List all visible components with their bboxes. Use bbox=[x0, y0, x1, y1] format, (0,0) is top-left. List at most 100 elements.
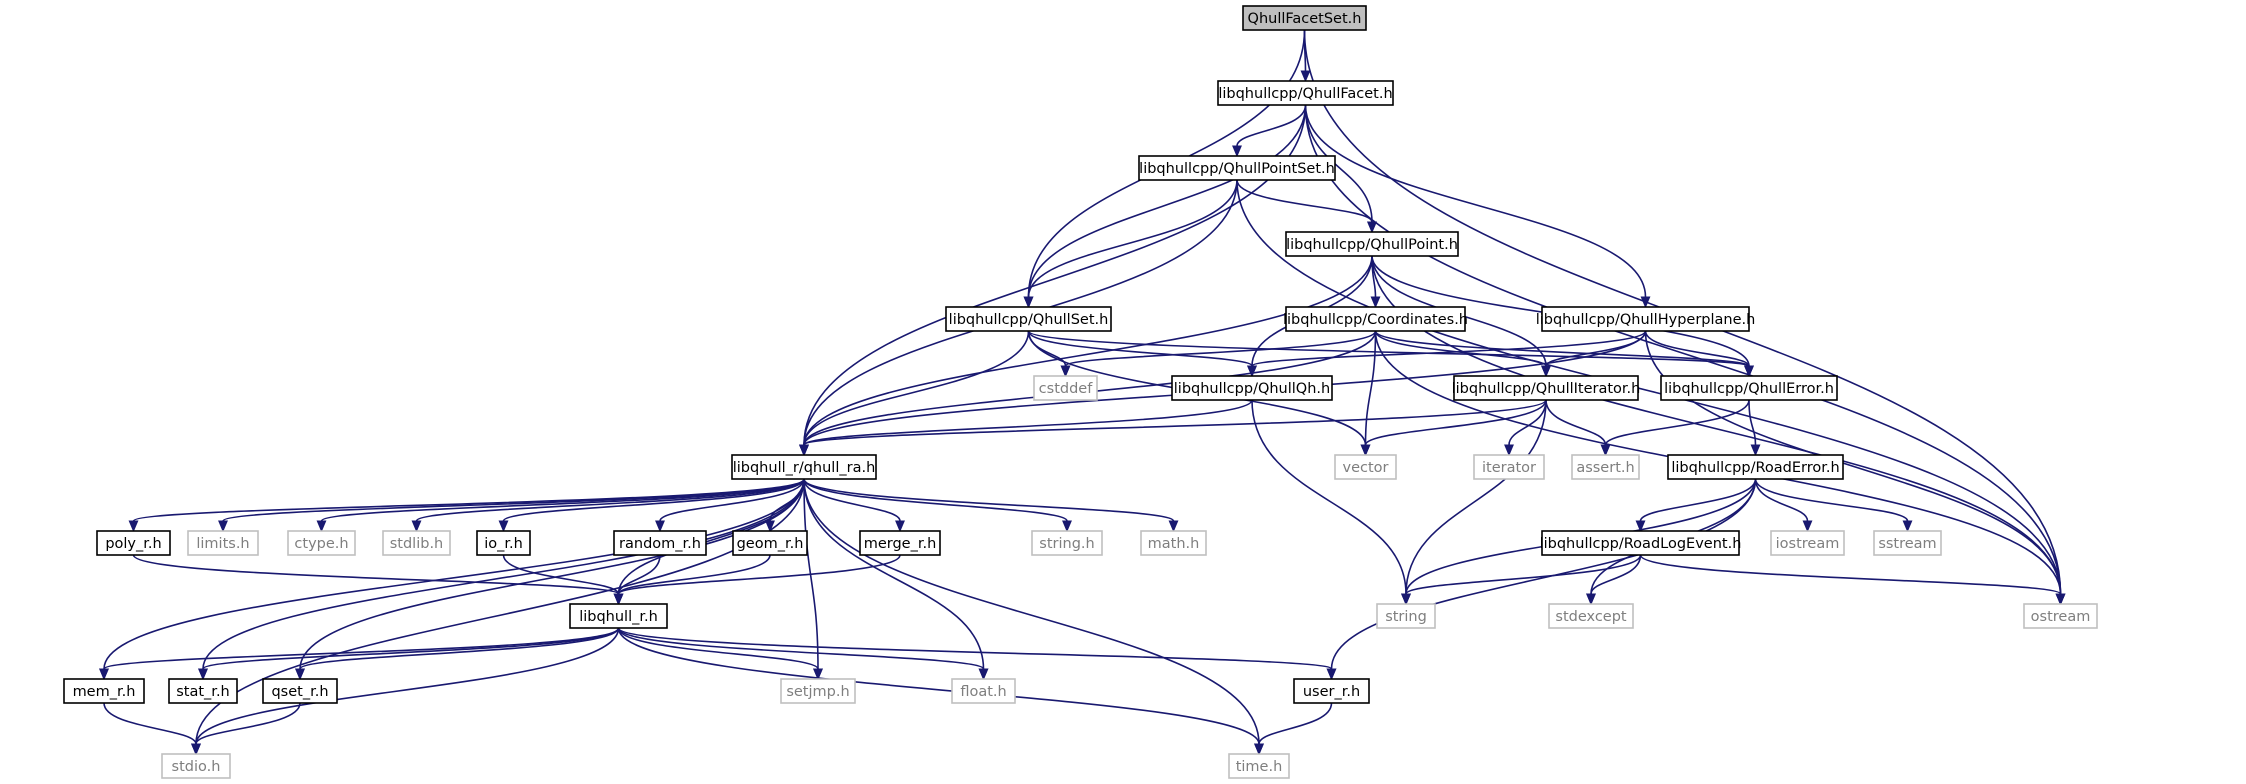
node-box bbox=[1660, 375, 1838, 401]
node-label: libqhullcpp/QhullHyperplane.h bbox=[1536, 312, 1756, 328]
edge-arrowhead bbox=[1504, 444, 1514, 457]
edge-RoadLogEvent-to-string bbox=[1401, 554, 1642, 606]
node-user_r[interactable]: user_r.h bbox=[1293, 678, 1370, 704]
node-string: string bbox=[1376, 603, 1436, 629]
node-setjmp: setjmp.h bbox=[780, 678, 856, 704]
node-RoadLogEvent[interactable]: libqhullcpp/RoadLogEvent.h bbox=[1540, 530, 1742, 556]
node-label: libqhullcpp/QhullQh.h bbox=[1174, 381, 1330, 397]
node-box bbox=[731, 454, 877, 480]
node-box bbox=[1228, 753, 1290, 779]
node-label: iterator bbox=[1482, 460, 1536, 476]
node-box bbox=[1217, 80, 1394, 106]
edge-QhullFacetSet-to-QhullFacet bbox=[1300, 29, 1311, 83]
node-iostream: iostream bbox=[1770, 530, 1845, 556]
edge-qhull_ra-to-stdio bbox=[191, 478, 805, 756]
node-label: libqhullcpp/Coordinates.h bbox=[1283, 312, 1468, 328]
node-box bbox=[1473, 454, 1545, 480]
node-label: vector bbox=[1343, 460, 1389, 476]
edge-Coordinates-to-cstddef bbox=[1060, 330, 1377, 378]
edge-arrowhead bbox=[1060, 365, 1071, 378]
node-poly_r[interactable]: poly_r.h bbox=[96, 530, 171, 556]
node-QhullFacet[interactable]: libqhullcpp/QhullFacet.h bbox=[1217, 80, 1394, 106]
node-QhullIterator[interactable]: libqhullcpp/QhullIterator.h bbox=[1452, 375, 1641, 401]
node-box bbox=[1453, 375, 1639, 401]
node-Coordinates[interactable]: libqhullcpp/Coordinates.h bbox=[1283, 306, 1468, 332]
edge-mem_r-to-stdio bbox=[103, 702, 201, 756]
edge-qhull_ra-to-io_r bbox=[498, 478, 805, 533]
edge-line bbox=[195, 478, 805, 745]
node-vector: vector bbox=[1334, 454, 1397, 480]
node-label: geom_r.h bbox=[737, 536, 804, 552]
node-qset_r[interactable]: qset_r.h bbox=[262, 678, 338, 704]
edge-line bbox=[103, 702, 197, 745]
node-box bbox=[945, 306, 1112, 332]
node-label: ostream bbox=[2031, 609, 2091, 625]
node-label: libqhull_r.h bbox=[579, 609, 658, 625]
edge-QhullError-to-RoadError bbox=[1748, 399, 1761, 457]
edge-line bbox=[1251, 330, 1647, 367]
node-libqhull_r[interactable]: libqhull_r.h bbox=[569, 603, 668, 629]
node-QhullSet[interactable]: libqhullcpp/QhullSet.h bbox=[945, 306, 1112, 332]
edge-arrowhead bbox=[1023, 296, 1034, 309]
edge-arrowhead bbox=[613, 593, 624, 606]
node-string_h: string.h bbox=[1031, 530, 1103, 556]
edge-arrowhead bbox=[1232, 145, 1242, 158]
edge-arrowhead bbox=[655, 520, 665, 533]
node-stdexcept: stdexcept bbox=[1548, 603, 1634, 629]
edge-line bbox=[299, 478, 805, 670]
edge-QhullHyperplane-to-QhullError bbox=[1644, 330, 1754, 378]
node-QhullPoint[interactable]: libqhullcpp/QhullPoint.h bbox=[1285, 231, 1459, 257]
header-nodes: QhullFacetSet.h libqhullcpp/QhullFacet.h l… bbox=[63, 5, 2098, 779]
edge-libqhull_r-to-stat_r bbox=[198, 627, 620, 681]
node-box bbox=[287, 530, 356, 556]
node-qhull_ra[interactable]: libqhull_r/qhull_ra.h bbox=[731, 454, 877, 480]
node-box bbox=[1242, 5, 1367, 31]
edge-line bbox=[132, 554, 620, 595]
node-box bbox=[859, 530, 941, 556]
node-mem_r[interactable]: mem_r.h bbox=[63, 678, 145, 704]
edge-line bbox=[415, 478, 805, 522]
node-box bbox=[187, 530, 259, 556]
edge-arrowhead bbox=[765, 520, 775, 533]
edge-QhullFacet-to-QhullPointSet bbox=[1232, 104, 1307, 158]
edge-RoadLogEvent-to-ostream bbox=[1639, 554, 2066, 606]
edge-qhull_ra-to-string_h bbox=[803, 478, 1072, 533]
node-RoadError[interactable]: libqhullcpp/RoadError.h bbox=[1667, 454, 1844, 480]
node-stdlib: stdlib.h bbox=[382, 530, 451, 556]
edge-line bbox=[103, 478, 805, 670]
node-box bbox=[1873, 530, 1942, 556]
node-box bbox=[1571, 454, 1640, 480]
node-io_r[interactable]: io_r.h bbox=[476, 530, 531, 556]
edge-arrowhead bbox=[411, 520, 422, 533]
edge-line bbox=[1748, 399, 1757, 446]
node-box bbox=[1285, 231, 1459, 257]
edge-RoadError-to-RoadLogEvent bbox=[1635, 478, 1757, 533]
edge-arrowhead bbox=[1168, 520, 1179, 533]
edge-arrowhead bbox=[1360, 444, 1371, 457]
edge-line bbox=[1590, 554, 1642, 595]
node-stat_r[interactable]: stat_r.h bbox=[168, 678, 238, 704]
node-iterator: iterator bbox=[1473, 454, 1545, 480]
edge-line bbox=[659, 478, 805, 522]
edge-line bbox=[617, 554, 771, 595]
node-merge_r[interactable]: merge_r.h bbox=[859, 530, 941, 556]
node-QhullQh[interactable]: libqhullcpp/QhullQh.h bbox=[1171, 375, 1333, 401]
edge-line bbox=[1364, 399, 1547, 446]
node-box bbox=[2023, 603, 2098, 629]
edge-line bbox=[803, 330, 1030, 446]
edge-arrowhead bbox=[1635, 520, 1646, 533]
edge-line bbox=[1304, 104, 2062, 595]
node-label: libqhullcpp/QhullPoint.h bbox=[1286, 237, 1458, 253]
node-geom_r[interactable]: geom_r.h bbox=[732, 530, 808, 556]
node-math: math.h bbox=[1140, 530, 1207, 556]
node-QhullFacetSet[interactable]: QhullFacetSet.h bbox=[1242, 5, 1367, 31]
edge-line bbox=[803, 399, 1547, 446]
edge-arrowhead bbox=[498, 520, 509, 533]
node-random_r[interactable]: random_r.h bbox=[613, 530, 707, 556]
node-label: math.h bbox=[1148, 536, 1200, 552]
node-QhullHyperplane[interactable]: libqhullcpp/QhullHyperplane.h bbox=[1536, 306, 1756, 332]
edge-line bbox=[803, 478, 1260, 745]
edge-line bbox=[803, 399, 1253, 446]
node-QhullPointSet[interactable]: libqhullcpp/QhullPointSet.h bbox=[1138, 155, 1336, 181]
node-QhullError[interactable]: libqhullcpp/QhullError.h bbox=[1660, 375, 1838, 401]
